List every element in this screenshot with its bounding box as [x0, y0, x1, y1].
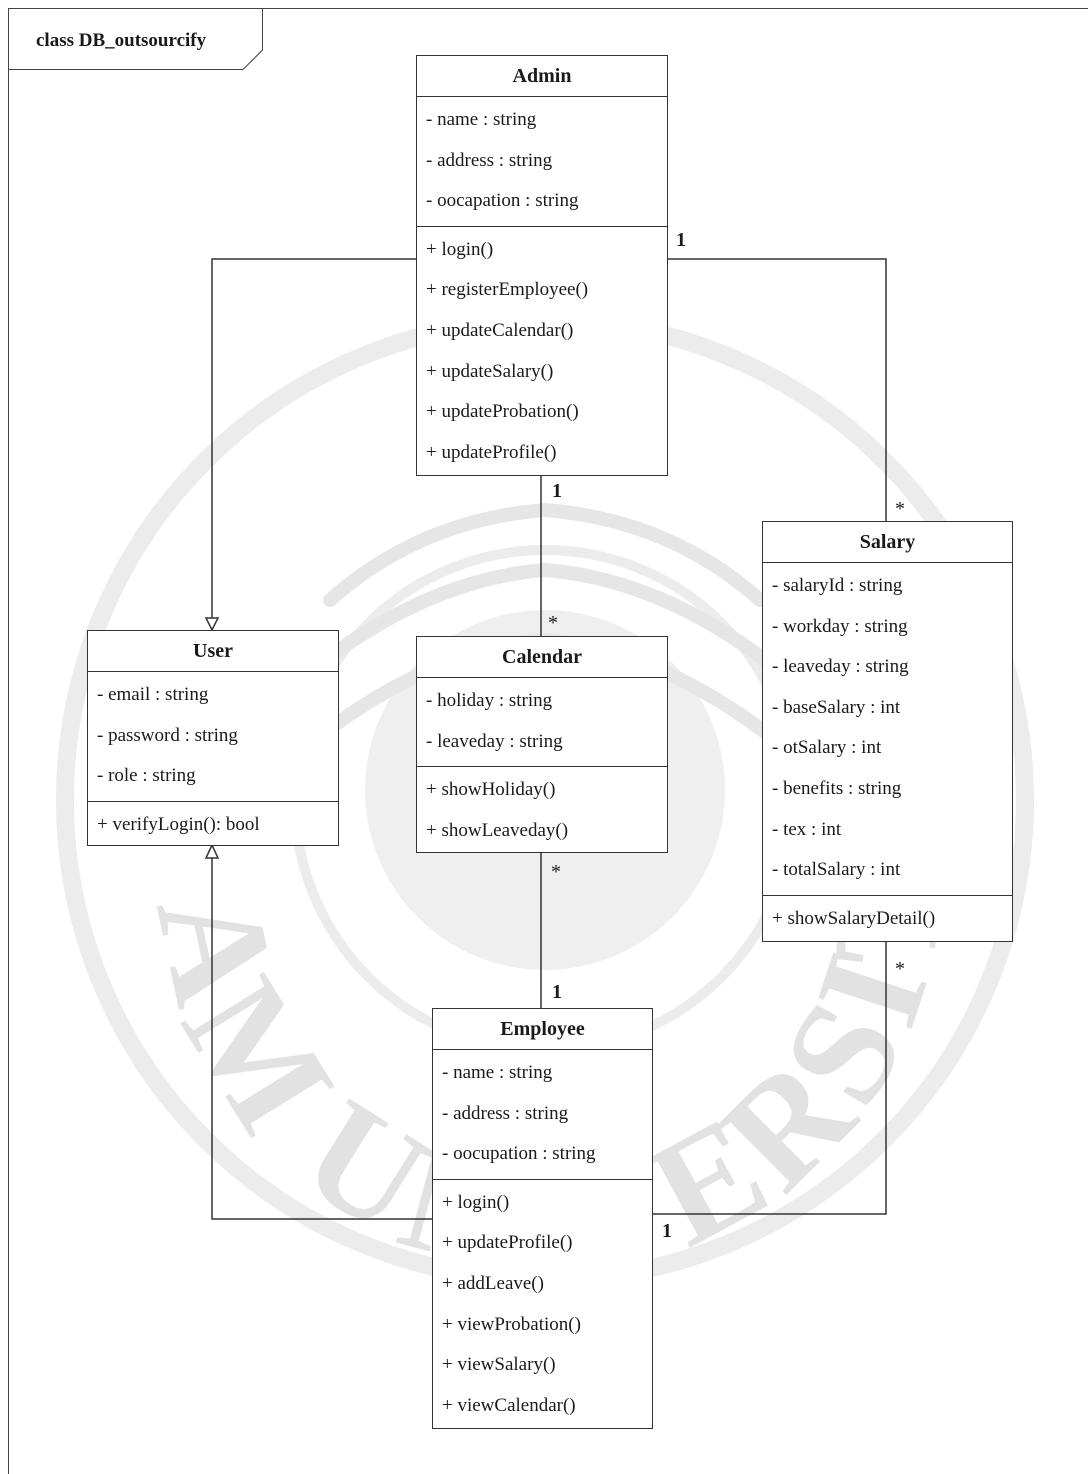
attributes-compartment: - holiday : string - leaveday : string — [417, 678, 667, 766]
operation: + updateProbation() — [426, 401, 579, 423]
attributes-compartment: - salaryId : string - workday : string -… — [763, 563, 1012, 895]
operations-compartment: + verifyLogin(): bool — [88, 800, 338, 850]
generalization-arrowhead-bottom — [204, 843, 220, 859]
class-salary[interactable]: Salary - salaryId : string - workday : s… — [762, 521, 1013, 942]
employee-user-generalization — [211, 858, 432, 1220]
attribute: - oocapation : string — [426, 190, 579, 212]
frame-tab — [8, 8, 263, 70]
class-name: Admin — [417, 56, 667, 97]
attribute: - address : string — [426, 149, 553, 171]
class-name: Employee — [433, 1009, 652, 1050]
multiplicity-admin-calendar-admin-end: 1 — [552, 480, 562, 502]
attribute: - email : string — [97, 684, 209, 705]
class-user[interactable]: User - email : string - password : strin… — [87, 630, 339, 846]
class-name: Calendar — [417, 637, 667, 678]
operation: + viewCalendar() — [442, 1394, 576, 1416]
operation: + registerEmployee() — [426, 279, 589, 301]
class-admin[interactable]: Admin - name : string - address : string… — [416, 55, 668, 476]
attribute: - leaveday : string — [772, 656, 909, 678]
attributes-compartment: - name : string - address : string - ooc… — [433, 1050, 652, 1179]
operations-compartment: + showSalaryDetail() — [763, 894, 1012, 944]
attribute: - oocupation : string — [442, 1143, 596, 1165]
operation: + showLeaveday() — [426, 819, 569, 841]
multiplicity-admin-salary-salary-end: * — [895, 498, 905, 520]
multiplicity-admin-salary-admin-end: 1 — [676, 229, 686, 251]
multiplicity-admin-calendar-calendar-end: * — [548, 612, 558, 634]
operation: + updateProfile() — [426, 441, 557, 463]
diagram-frame — [8, 8, 1088, 1474]
attribute: - password : string — [97, 724, 238, 746]
operations-compartment: + login() + updateProfile() + addLeave()… — [433, 1178, 652, 1431]
operation: + login() — [442, 1191, 510, 1213]
attributes-compartment: - name : string - address : string - ooc… — [417, 97, 667, 226]
operations-compartment: + showHoliday() + showLeaveday() — [417, 766, 667, 855]
attribute: - baseSalary : int — [772, 696, 901, 718]
operation: + showHoliday() — [426, 779, 556, 801]
operation: + updateCalendar() — [426, 319, 574, 341]
operation: + addLeave() — [442, 1272, 544, 1294]
operation: + viewSalary() — [442, 1354, 556, 1376]
frame-title: class DB_outsourcify — [36, 30, 207, 51]
attribute: - name : string — [426, 109, 537, 130]
attribute: - totalSalary : int — [772, 859, 901, 881]
multiplicity-salary-employee-salary-end: * — [895, 958, 905, 980]
multiplicity-salary-employee-employee-end: 1 — [662, 1220, 672, 1242]
generalization-arrowhead-top — [204, 617, 220, 632]
attribute: - name : string — [442, 1062, 553, 1083]
operation: + showSalaryDetail() — [772, 907, 936, 929]
operation: + login() — [426, 238, 494, 260]
attribute: - role : string — [97, 765, 196, 787]
attribute: - address : string — [442, 1102, 569, 1124]
attribute: - otSalary : int — [772, 737, 882, 759]
operations-compartment: + login() + registerEmployee() + updateC… — [417, 225, 667, 478]
multiplicity-calendar-employee-employee-end: 1 — [552, 981, 562, 1003]
attribute: - leaveday : string — [426, 730, 563, 752]
class-name: User — [88, 631, 338, 672]
attribute: - tex : int — [772, 818, 842, 840]
admin-salary-association — [667, 258, 887, 521]
admin-user-generalization — [211, 258, 417, 618]
operation: + updateProfile() — [442, 1232, 573, 1254]
operation: + updateSalary() — [426, 360, 554, 382]
attribute: - workday : string — [772, 615, 908, 637]
attributes-compartment: - email : string - password : string - r… — [88, 672, 338, 801]
operation: + verifyLogin(): bool — [97, 813, 260, 835]
class-employee[interactable]: Employee - name : string - address : str… — [432, 1008, 653, 1429]
attribute: - holiday : string — [426, 690, 553, 711]
multiplicity-calendar-employee-calendar-end: * — [551, 861, 561, 883]
class-calendar[interactable]: Calendar - holiday : string - leaveday :… — [416, 636, 668, 853]
salary-employee-association — [652, 941, 887, 1215]
operation: + viewProbation() — [442, 1313, 581, 1335]
attribute: - salaryId : string — [772, 575, 903, 596]
class-name: Salary — [763, 522, 1012, 563]
attribute: - benefits : string — [772, 777, 902, 799]
